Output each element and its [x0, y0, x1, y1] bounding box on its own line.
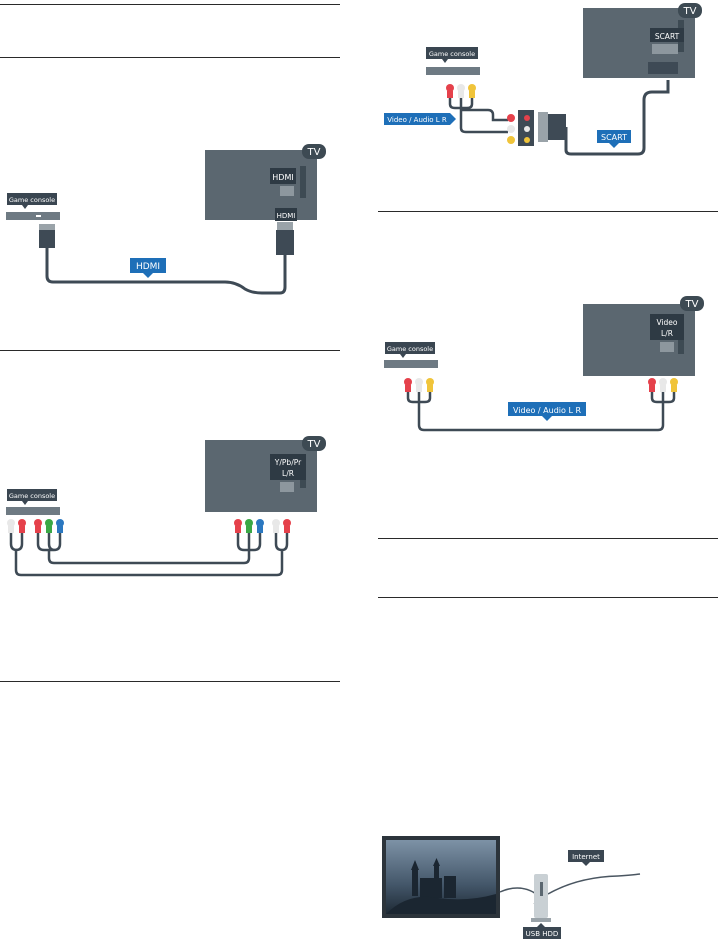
- video-audio-cable: [406, 392, 676, 432]
- svg-text:Video / Audio L R: Video / Audio L R: [387, 116, 447, 124]
- divider-rule: [0, 57, 340, 58]
- game-console-device: [384, 360, 438, 368]
- console-rca-plugs: [446, 84, 476, 98]
- svg-text:Game console: Game console: [387, 345, 433, 353]
- scart-cable-label: [597, 130, 631, 143]
- svg-text:TV: TV: [685, 299, 699, 310]
- audio-cable: [9, 533, 289, 577]
- divider-rule: [0, 681, 340, 682]
- svg-text:TV: TV: [307, 439, 321, 450]
- video-audio-cable-label: [508, 402, 586, 416]
- game-console-device: [6, 212, 60, 220]
- game-console-device: [6, 507, 60, 515]
- divider-rule: [0, 4, 340, 5]
- svg-text:HDMI: HDMI: [136, 262, 160, 272]
- svg-text:TV: TV: [683, 6, 697, 17]
- scart-port-callout: [650, 28, 684, 42]
- tv-body: [205, 150, 317, 220]
- network-cable: [499, 875, 619, 905]
- svg-text:Internet: Internet: [572, 853, 600, 861]
- tv-badge: [680, 296, 704, 311]
- game-console-callout: [385, 342, 435, 354]
- internet-label: [568, 850, 604, 862]
- scart-cable: [564, 80, 670, 156]
- hdmi-cable-label: [130, 258, 166, 273]
- component-cable: [36, 533, 262, 565]
- hdmi-cable: [45, 248, 287, 295]
- game-console-callout: [426, 47, 478, 59]
- usb-hdd-connection-diagram: USB HDD Internet: [382, 836, 641, 939]
- hdmi-connection-diagram: TV HDMI Game console HDMI HDMI: [6, 144, 326, 295]
- game-console-callout: [7, 193, 57, 205]
- video-port-callout: [650, 314, 684, 340]
- game-console-label: Game console: [9, 196, 55, 204]
- tv-label: TV: [307, 147, 321, 158]
- scart-connection-diagram: TV SCART Game console Video / Audio L R …: [384, 3, 702, 156]
- tv-badge: [678, 3, 702, 18]
- svg-text:SCART: SCART: [655, 32, 680, 41]
- svg-text:USB HDD: USB HDD: [526, 930, 559, 938]
- scart-adapter: [507, 110, 566, 146]
- svg-text:Game console: Game console: [9, 492, 55, 500]
- hdmi-tv-callout: [275, 208, 297, 221]
- divider-rule: [378, 597, 718, 598]
- divider-rule: [378, 211, 718, 212]
- console-rca-plugs: [404, 378, 434, 392]
- svg-text:Y/Pb/Pr: Y/Pb/Pr: [274, 458, 302, 467]
- svg-text:L/R: L/R: [661, 329, 673, 338]
- ypbpr-port-callout: [270, 454, 306, 480]
- hdmi-port-label: HDMI: [272, 173, 293, 182]
- ypbpr-connection-diagram: TV Y/Pb/Pr L/R Game console: [6, 436, 326, 577]
- castle-silhouette: [386, 858, 496, 914]
- svg-text:Game console: Game console: [429, 50, 475, 58]
- hdmi-port-callout: [270, 168, 296, 184]
- game-console-callout: [7, 489, 57, 501]
- video-audio-callout: [384, 113, 450, 125]
- svg-text:HDMI: HDMI: [277, 212, 296, 220]
- svg-text:Video: Video: [656, 318, 677, 327]
- video-audio-connection-diagram: TV Video L/R Game console Video / Audio …: [384, 296, 704, 432]
- console-rca-plugs: [7, 519, 64, 533]
- usb-hdd-label: [523, 927, 561, 939]
- tv-badge: [302, 144, 326, 159]
- tv-rca-plugs: [234, 519, 291, 533]
- divider-rule: [378, 538, 718, 539]
- tv-rca-plugs: [648, 378, 678, 392]
- game-console-device: [426, 67, 480, 75]
- svg-text:L/R: L/R: [282, 469, 294, 478]
- svg-text:SCART: SCART: [601, 133, 627, 142]
- tv-badge: [302, 436, 326, 451]
- svg-text:Video / Audio L R: Video / Audio L R: [513, 406, 581, 415]
- divider-rule: [0, 350, 340, 351]
